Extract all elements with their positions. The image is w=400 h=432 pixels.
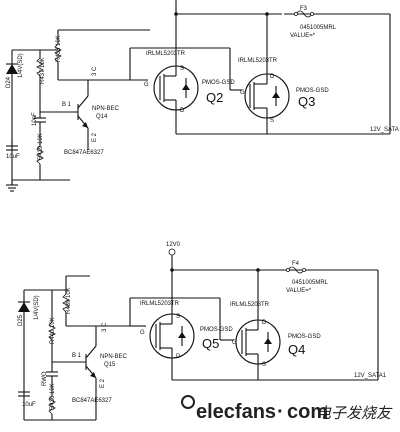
watermark-domain: com (287, 401, 328, 423)
top-fuse: F3 0451005MRL VALUE=* (282, 6, 337, 39)
bottom-diode-value: 1/4V(SD) (34, 295, 40, 320)
bottom-fuse: F4 0451005MRL VALUE=* (286, 261, 329, 294)
top-r438: R438 10K (54, 29, 150, 80)
top-r437: R437 10K (36, 50, 46, 100)
top-cap-big-label: 10uF (6, 154, 20, 160)
bottom-fuse-value: VALUE=* (286, 288, 312, 294)
top-fuse-value: VALUE=* (290, 33, 316, 39)
bottom-circuit: 12V0 F4 0451005MRL VALUE=* 12V_SATA1 D25… (18, 242, 387, 421)
top-cap-10uf: 10uF (6, 140, 20, 160)
top-pmos-q2: G S D IRLML5203TR PMOS-GSD Q2 (144, 51, 235, 134)
top-q3-d: D (270, 74, 275, 80)
bottom-fuse-part: 0451005MRL (292, 280, 329, 286)
bottom-npn-part: BC847AE6327 (72, 398, 112, 404)
top-junction (174, 12, 178, 16)
top-q2-part: IRLML5203TR (146, 51, 186, 57)
bottom-r436-label: R436 10K (50, 383, 56, 410)
bottom-net-out: 12V_SATA1 (354, 373, 387, 379)
bottom-npn-q15: B 1 3 C E 2 NPN-BEC Q15 BC847AE6327 (52, 322, 130, 420)
bottom-cap-small-label: RWO (42, 371, 48, 386)
top-npn-q14: B 1 3 C E 2 NPN-BEC Q14 BC847AE6327 (40, 66, 130, 156)
watermark-logo-icon (181, 395, 195, 409)
bottom-q5-part: IRLML5203TR (140, 301, 180, 307)
bottom-fuse-ref: F4 (292, 261, 300, 267)
watermark-cn: 电子发烧友 (316, 404, 393, 422)
bottom-q4-g: G (232, 340, 237, 346)
bottom-cap-big: 10uF (18, 391, 36, 408)
watermark-dot: · (277, 401, 284, 423)
bottom-r436: R436 10K (48, 383, 56, 420)
bottom-diode-d25: D25 (18, 301, 30, 326)
bottom-q5-s: S (176, 314, 180, 320)
top-q3-type: PMOS-GSD (296, 88, 329, 94)
bottom-diode-ref: D25 (18, 314, 24, 326)
bottom-supply-icon (168, 248, 176, 256)
top-pmos-q3: G D S IRLML5203TR PMOS-GSD Q3 (238, 58, 329, 124)
top-r438-label: R438 10K (56, 35, 62, 62)
bottom-pmos-q4: G D S IRLML5203TR PMOS-GSD Q4 (230, 302, 321, 380)
top-npn-pin-e: E 2 (92, 132, 98, 142)
bottom-cap-big-label: 10uF (22, 402, 36, 408)
top-q2-g: G (144, 82, 149, 88)
bottom-r439-label: R439 10K (66, 287, 72, 314)
bottom-npn-type: NPN-BEC (100, 354, 128, 360)
top-net-out: 12V_SATA (370, 127, 399, 133)
bottom-q5-ref: Q5 (202, 336, 219, 351)
bottom-r440-label: R440 10K (50, 317, 56, 344)
bottom-q4-type: PMOS-GSD (288, 334, 321, 340)
bottom-q5-type: PMOS-GSD (200, 327, 233, 333)
top-cap-10nf: 10nF (32, 100, 46, 140)
top-r439: R439 10K (36, 133, 44, 180)
bottom-q5-d: D (176, 354, 181, 360)
bottom-q5-g: G (140, 330, 145, 336)
top-fuse-ref: F3 (300, 6, 308, 12)
top-q2-type: PMOS-GSD (202, 80, 235, 86)
top-q3-g: G (240, 90, 245, 96)
top-q2-d: D (180, 108, 185, 114)
bottom-supply-label: 12V0 (166, 242, 181, 248)
bottom-npn-pin-e: E 2 (100, 378, 106, 388)
bottom-junction (170, 268, 174, 272)
top-diode-d24: D24 (6, 63, 18, 88)
top-npn-pin-c: 3 C (92, 66, 98, 76)
bottom-npn-pin-c: 3 C (102, 322, 108, 332)
bottom-r439: R439 10K (62, 275, 90, 326)
top-r439-label: R439 10K (38, 133, 44, 160)
elecfans-watermark: elecfans · com 电子发烧友 (181, 395, 393, 423)
bottom-pmos-q5: G S D IRLML5203TR PMOS-GSD Q5 (140, 301, 233, 380)
top-npn-ref: Q14 (96, 114, 108, 120)
top-q3-s: S (270, 118, 274, 124)
bottom-q4-d: D (262, 320, 267, 326)
bottom-q4-part: IRLML5203TR (230, 302, 270, 308)
top-diode-value: 1/4V(SD) (18, 53, 24, 78)
bottom-npn-pin-b: B 1 (72, 353, 82, 359)
top-q2-ref: Q2 (206, 90, 223, 105)
bottom-npn-ref: Q15 (104, 362, 116, 368)
top-junction (265, 12, 269, 16)
bottom-junction (256, 268, 260, 272)
bottom-q4-ref: Q4 (288, 342, 305, 357)
watermark-site: elecfans (196, 401, 276, 423)
top-fuse-part: 0451005MRL (300, 25, 337, 31)
top-npn-type: NPN-BEC (92, 106, 120, 112)
top-npn-part: BC847AE6327 (64, 150, 104, 156)
bottom-q4-s: S (262, 362, 266, 368)
bottom-r440: R440 10K (48, 290, 56, 356)
top-cap-small-label: 10nF (32, 112, 38, 126)
top-npn-pin-b: B 1 (62, 102, 72, 108)
top-q3-ref: Q3 (298, 94, 315, 109)
top-r437-label: R437 10K (40, 57, 46, 84)
top-diode-ref: D24 (6, 76, 12, 88)
top-q2-s: S (180, 66, 184, 72)
top-ground-icon (6, 179, 70, 192)
bottom-cap-small: RWO (42, 356, 58, 390)
top-q3-part: IRLML5203TR (238, 58, 278, 64)
top-circuit: F3 0451005MRL VALUE=* 12V_SATA D24 1/4V(… (6, 0, 399, 192)
